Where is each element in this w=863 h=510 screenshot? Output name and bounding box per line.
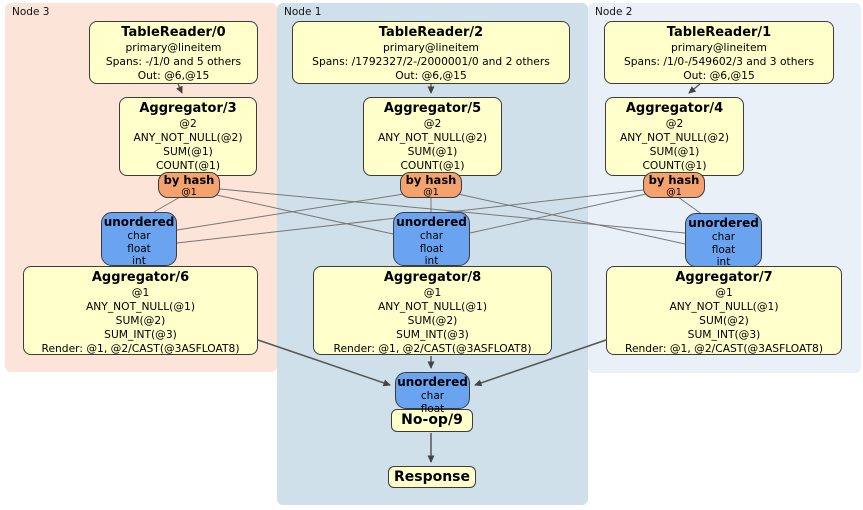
box-line: SUM_INT(@3) — [396, 328, 469, 341]
box-line: Spans: -/1/0 and 5 others — [105, 55, 242, 68]
box-line: ANY_NOT_NULL(@2) — [619, 131, 729, 144]
sync-line: int — [424, 255, 439, 267]
box-line: @2 — [665, 117, 684, 130]
sync-title: unordered — [103, 215, 175, 229]
hash-router-node1: by hash @1 — [400, 172, 462, 198]
sync-title: unordered — [688, 216, 759, 230]
aggregator-5-box: Aggregator/5 @2 ANY_NOT_NULL(@2) SUM(@1)… — [363, 97, 502, 176]
aggregator-6-box: Aggregator/6 @1 ANY_NOT_NULL(@1) SUM(@2)… — [23, 266, 258, 355]
hash-router-node3: by hash @1 — [158, 172, 220, 198]
aggregator-3-box: Aggregator/3 @2 ANY_NOT_NULL(@2) SUM(@1)… — [119, 97, 257, 176]
box-line: SUM(@2) — [699, 314, 749, 327]
unordered-sync-node1: unordered char float int — [393, 212, 470, 267]
unordered-sync-final: unordered char float — [395, 372, 470, 415]
noop-title: No-op/9 — [401, 412, 463, 428]
box-line: SUM(@1) — [163, 145, 213, 158]
box-title: Aggregator/6 — [91, 270, 190, 285]
sync-line: int — [132, 255, 146, 267]
aggregator-8-box: Aggregator/8 @1 ANY_NOT_NULL(@1) SUM(@2)… — [313, 266, 552, 355]
sync-title: unordered — [397, 375, 468, 389]
sync-line: char — [420, 390, 445, 402]
sync-line: int — [716, 256, 731, 268]
hash-router-node2: by hash @1 — [643, 172, 705, 198]
box-line: Render: @1, @2/CAST(@3ASFLOAT8) — [625, 342, 823, 355]
box-line: primary@lineitem — [125, 41, 222, 54]
sync-line: float — [711, 243, 736, 256]
table-reader-0-box: TableReader/0 primary@lineitem Spans: -/… — [89, 21, 258, 84]
box-title: Aggregator/4 — [625, 101, 724, 116]
router-title: by hash — [648, 173, 700, 187]
box-line: ANY_NOT_NULL(@1) — [669, 300, 779, 313]
aggregator-4-box: Aggregator/4 @2 ANY_NOT_NULL(@2) SUM(@1)… — [605, 97, 744, 176]
box-line: Render: @1, @2/CAST(@3ASFLOAT8) — [333, 342, 532, 355]
box-line: Out: @6,@15 — [683, 69, 755, 82]
table-reader-1-box: TableReader/1 primary@lineitem Spans: /1… — [604, 21, 834, 84]
box-line: SUM(@2) — [407, 314, 458, 327]
box-title: Aggregator/8 — [383, 270, 482, 285]
region-node-3-label: Node 3 — [12, 6, 50, 18]
box-line: SUM(@2) — [115, 314, 166, 327]
router-detail: @1 — [666, 187, 682, 198]
box-line: Out: @6,@15 — [395, 69, 467, 82]
box-line: Render: @1, @2/CAST(@3ASFLOAT8) — [41, 342, 240, 355]
sync-line: float — [420, 402, 445, 415]
box-title: Aggregator/3 — [139, 101, 237, 116]
box-line: primary@lineitem — [671, 41, 767, 54]
response-box: Response — [388, 466, 476, 488]
box-line: @1 — [715, 286, 733, 299]
router-title: by hash — [163, 173, 215, 187]
box-line: @2 — [179, 117, 197, 130]
response-title: Response — [393, 469, 471, 485]
box-line: SUM_INT(@3) — [104, 328, 177, 341]
router-detail: @1 — [423, 187, 439, 198]
router-title: by hash — [405, 173, 457, 187]
box-title: TableReader/2 — [378, 25, 484, 40]
box-title: TableReader/0 — [121, 25, 226, 40]
sync-line: char — [711, 231, 736, 243]
sync-line: char — [419, 230, 444, 242]
box-title: TableReader/1 — [666, 25, 772, 40]
unordered-sync-node3: unordered char float int — [101, 212, 177, 267]
box-line: Spans: /1/0-/549602/3 and 3 others — [623, 55, 815, 68]
sync-line: char — [127, 230, 151, 242]
box-line: Out: @6,@15 — [137, 69, 210, 82]
router-detail: @1 — [181, 187, 197, 198]
box-line: SUM(@1) — [407, 145, 458, 158]
unordered-sync-node2: unordered char float int — [685, 213, 762, 268]
box-line: COUNT(@1) — [155, 159, 221, 172]
sync-line: float — [127, 242, 151, 255]
box-line: COUNT(@1) — [642, 159, 707, 172]
region-node-1-label: Node 1 — [284, 6, 322, 18]
box-line: primary@lineitem — [383, 41, 479, 54]
sync-title: unordered — [396, 215, 467, 229]
box-title: Aggregator/5 — [383, 101, 482, 116]
box-line: Spans: /1792327/2-/2000001/0 and 2 other… — [312, 55, 550, 68]
aggregator-7-box: Aggregator/7 @1 ANY_NOT_NULL(@1) SUM(@2)… — [606, 266, 842, 355]
box-line: SUM_INT(@3) — [687, 328, 761, 341]
box-line: ANY_NOT_NULL(@1) — [85, 300, 195, 313]
box-line: COUNT(@1) — [400, 159, 465, 172]
box-line: ANY_NOT_NULL(@2) — [377, 131, 487, 144]
box-line: @1 — [131, 286, 150, 299]
sync-line: float — [419, 242, 444, 255]
box-line: ANY_NOT_NULL(@2) — [133, 131, 243, 144]
box-line: @1 — [423, 286, 442, 299]
table-reader-2-box: TableReader/2 primary@lineitem Spans: /1… — [292, 21, 570, 84]
region-node-2-label: Node 2 — [595, 6, 633, 18]
box-line: ANY_NOT_NULL(@1) — [377, 300, 487, 313]
box-line: @2 — [423, 117, 442, 130]
box-title: Aggregator/7 — [675, 270, 773, 285]
box-line: SUM(@1) — [649, 145, 700, 158]
noop-box: No-op/9 — [391, 409, 473, 432]
